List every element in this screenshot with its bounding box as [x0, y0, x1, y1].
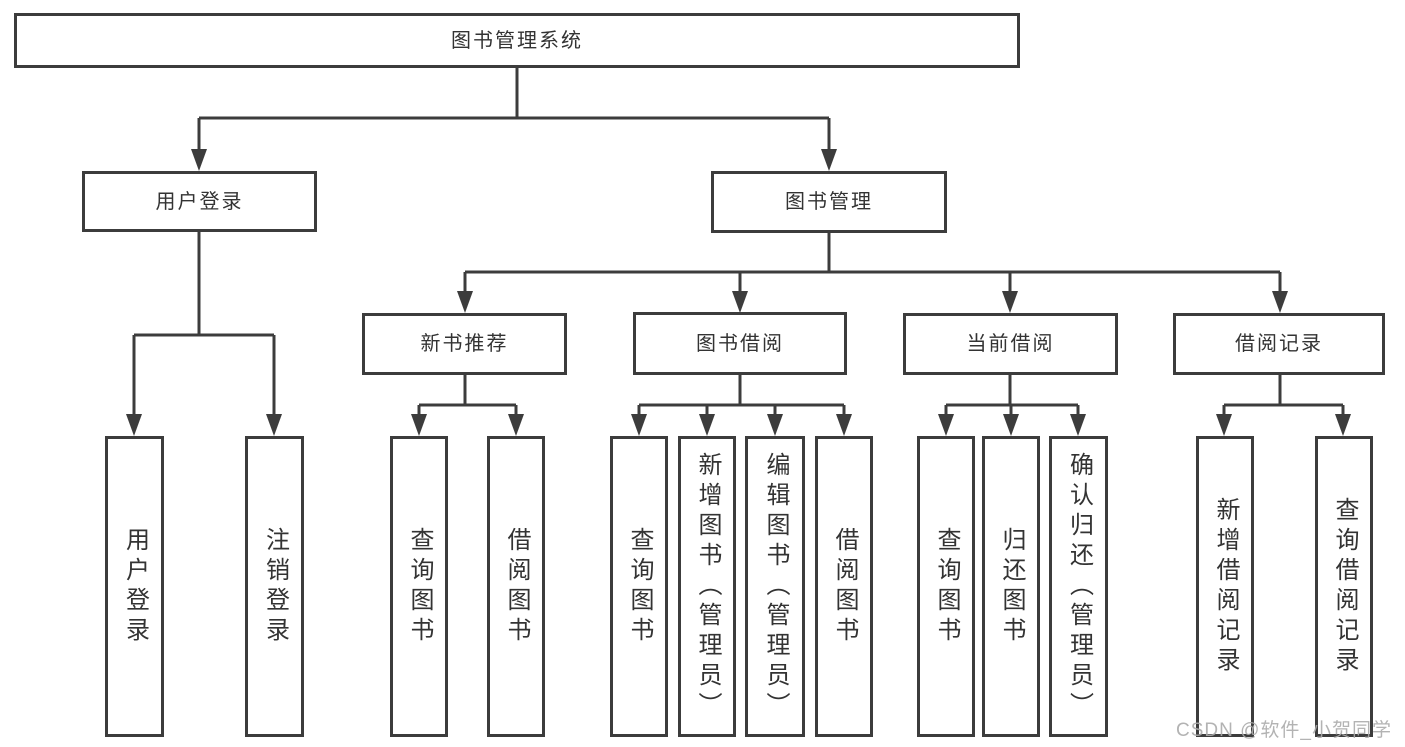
arrow-down-icon: [699, 414, 715, 436]
arrow-down-icon: [191, 149, 207, 171]
connector-borrow-records-branch: [1222, 375, 1345, 416]
leaf-confirm-return-admin: 确认归还（管理员）: [1049, 436, 1108, 737]
leaf-query-book-borrow: 查询图书: [610, 436, 668, 737]
branch-lines: [132, 68, 1345, 416]
connector-book-mgmt-branch: [463, 233, 1282, 293]
leaf-add-borrow-record: 新增借阅记录: [1196, 436, 1254, 737]
arrow-down-icon: [767, 414, 783, 436]
arrow-down-icon: [1272, 291, 1288, 313]
node-book-borrow: 图书借阅: [633, 312, 847, 375]
connector-user-login-branch: [132, 232, 276, 416]
connector-current-borrow-branch: [944, 375, 1080, 416]
arrow-down-icon: [836, 414, 852, 436]
arrow-down-icon: [631, 414, 647, 436]
node-user-login: 用户登录: [82, 171, 317, 232]
arrow-down-icon: [266, 414, 282, 436]
arrow-down-icon: [1002, 291, 1018, 313]
arrow-down-icon: [457, 291, 473, 313]
arrowhead-icons: [126, 149, 1351, 436]
node-borrow-records: 借阅记录: [1173, 313, 1385, 375]
arrow-down-icon: [1216, 414, 1232, 436]
arrow-down-icon: [126, 414, 142, 436]
connector-root-to-level2: [197, 68, 831, 151]
node-root-system: 图书管理系统: [14, 13, 1020, 68]
leaf-edit-book-admin: 编辑图书（管理员）: [745, 436, 805, 737]
leaf-return-book: 归还图书: [982, 436, 1040, 737]
arrow-down-icon: [1003, 414, 1019, 436]
leaf-borrow-book-recommend: 借阅图书: [487, 436, 545, 737]
leaf-user-login: 用户登录: [105, 436, 164, 737]
arrow-down-icon: [1070, 414, 1086, 436]
connector-new-book-branch: [417, 375, 518, 416]
leaf-query-book-recommend: 查询图书: [390, 436, 448, 737]
arrow-down-icon: [821, 149, 837, 171]
connector-book-borrow-branch: [637, 375, 846, 416]
watermark: CSDN @软件_小贺同学: [1176, 720, 1392, 741]
arrow-down-icon: [508, 414, 524, 436]
node-new-book-recommend: 新书推荐: [362, 313, 567, 375]
leaf-query-borrow-record: 查询借阅记录: [1315, 436, 1373, 737]
node-current-borrow: 当前借阅: [903, 313, 1118, 375]
arrow-down-icon: [411, 414, 427, 436]
arrow-down-icon: [938, 414, 954, 436]
leaf-query-book-current: 查询图书: [917, 436, 975, 737]
leaf-borrow-book: 借阅图书: [815, 436, 873, 737]
arrow-down-icon: [1335, 414, 1351, 436]
node-book-management: 图书管理: [711, 171, 947, 233]
leaf-logout: 注销登录: [245, 436, 304, 737]
arrow-down-icon: [732, 291, 748, 313]
leaf-add-book-admin: 新增图书（管理员）: [678, 436, 736, 737]
